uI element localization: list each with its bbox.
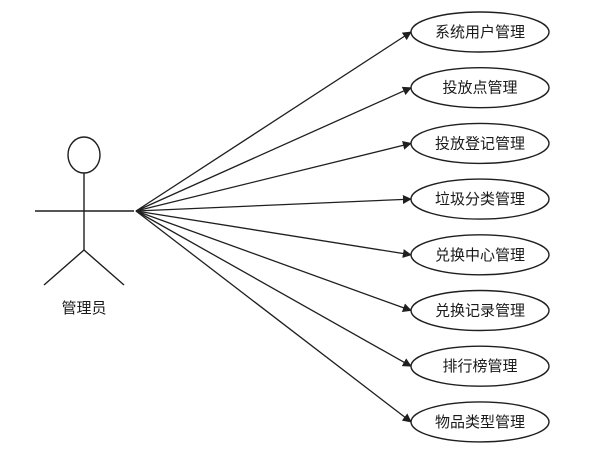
actor-label: 管理员 xyxy=(61,299,106,317)
use-case[interactable]: 物品类型管理 xyxy=(410,401,550,443)
use-case[interactable]: 系统用户管理 xyxy=(410,11,550,53)
use-case-ellipse[interactable] xyxy=(410,122,550,165)
actor-head-icon xyxy=(67,136,101,174)
use-case[interactable]: 兑换中心管理 xyxy=(410,234,550,276)
use-case-ellipse[interactable] xyxy=(410,11,550,53)
use-case[interactable]: 排行榜管理 xyxy=(410,345,550,387)
actor-right-leg xyxy=(83,249,125,286)
association-arrow xyxy=(135,194,412,212)
actor[interactable]: 管理员 xyxy=(35,136,134,317)
association-arrow xyxy=(135,210,412,367)
use-case-ellipse[interactable] xyxy=(410,289,550,332)
use-case[interactable]: 兑换记录管理 xyxy=(410,289,550,332)
use-case-ellipse[interactable] xyxy=(410,401,550,443)
association-lines xyxy=(135,31,412,423)
actor-left-leg xyxy=(43,249,85,286)
association-arrow xyxy=(135,210,412,312)
use-case-ellipse[interactable] xyxy=(410,234,550,276)
use-case[interactable]: 投放点管理 xyxy=(410,66,550,109)
use-case-list: 系统用户管理投放点管理投放登记管理垃圾分类管理兑换中心管理兑换记录管理排行榜管理… xyxy=(410,11,550,443)
use-case[interactable]: 投放登记管理 xyxy=(410,122,550,165)
use-case-ellipse[interactable] xyxy=(410,345,550,387)
association-arrow xyxy=(135,140,412,212)
association-arrow xyxy=(135,86,412,212)
use-case-ellipse[interactable] xyxy=(410,66,550,109)
use-case-ellipse[interactable] xyxy=(410,178,550,220)
association-arrow xyxy=(135,31,412,212)
use-case[interactable]: 垃圾分类管理 xyxy=(410,178,550,220)
association-arrow xyxy=(135,210,412,423)
association-arrow xyxy=(135,210,412,258)
